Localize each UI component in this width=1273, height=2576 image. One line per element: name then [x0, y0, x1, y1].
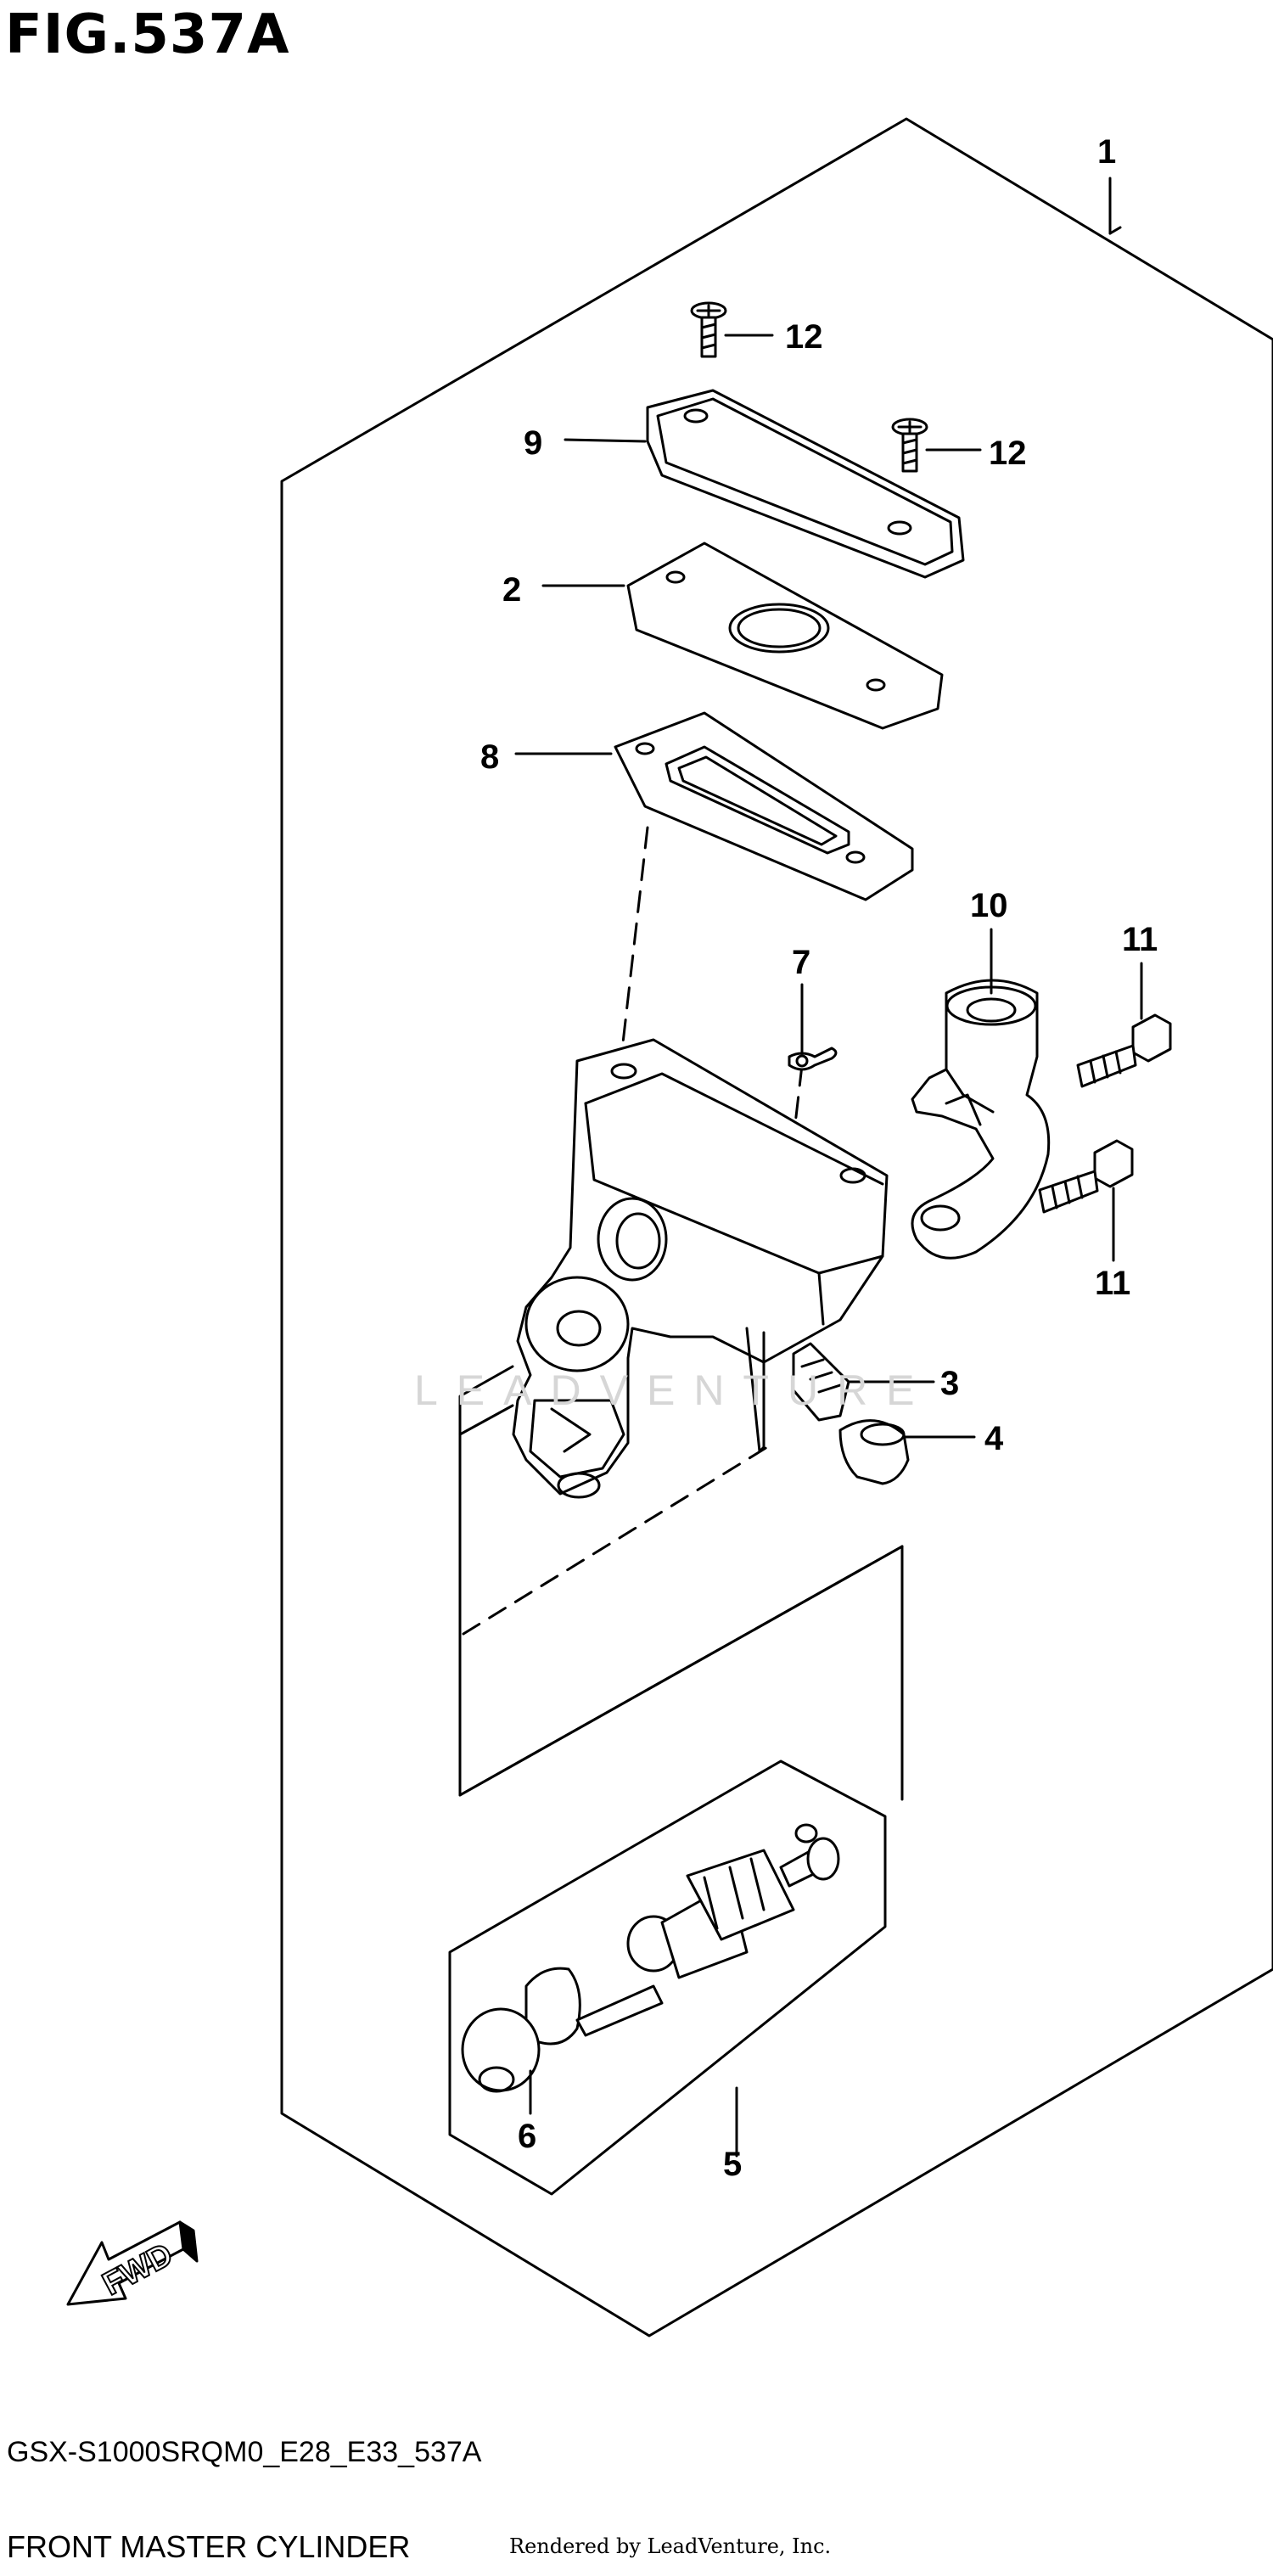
- callout-11: 11: [1122, 921, 1158, 958]
- figure-code: GSX-S1000SRQM0_E28_E33_537A: [7, 2436, 482, 2468]
- bleeder-valve: [792, 1342, 850, 1422]
- callout-2: 2: [502, 571, 521, 609]
- fwd-arrow: [66, 2220, 199, 2306]
- figure-title: FIG.537A: [5, 3, 290, 66]
- diaphragm: [614, 711, 914, 901]
- callout-4: 4: [984, 1420, 1004, 1457]
- bleeder-cap: [838, 1419, 910, 1485]
- pivot-clip: [788, 1047, 838, 1071]
- screw-12-top: [690, 301, 727, 358]
- callout-10: 10: [970, 887, 1008, 924]
- piston-assembly: [461, 1823, 840, 2093]
- piston-kit-box: [448, 1759, 887, 2196]
- callout-7: 7: [792, 944, 810, 981]
- mirror-adaptor: [911, 979, 1051, 1260]
- assembly-boundary: [280, 117, 1273, 2337]
- reservoir-cap: [646, 389, 965, 579]
- callout-11: 11: [1095, 1265, 1130, 1302]
- callout-9: 9: [524, 424, 542, 462]
- callout-5: 5: [723, 2146, 742, 2183]
- screw-12-right: [891, 418, 928, 473]
- watermark-text: LEADVENTURE: [414, 1367, 934, 1414]
- callout-6: 6: [518, 2118, 536, 2155]
- master-cylinder-body: [512, 1038, 889, 1499]
- bolt-11-lower: [1038, 1139, 1134, 1214]
- callout-3: 3: [940, 1365, 959, 1402]
- diaphragm-plate: [626, 542, 944, 730]
- render-credit: Rendered by LeadVenture, Inc.: [509, 2534, 832, 2558]
- callout-1: 1: [1097, 133, 1116, 171]
- callout-12: 12: [989, 435, 1027, 472]
- bolt-11-upper: [1076, 1013, 1172, 1088]
- callout-12: 12: [785, 318, 823, 356]
- figure-description: FRONT MASTER CYLINDER: [7, 2529, 411, 2564]
- callout-8: 8: [480, 738, 499, 776]
